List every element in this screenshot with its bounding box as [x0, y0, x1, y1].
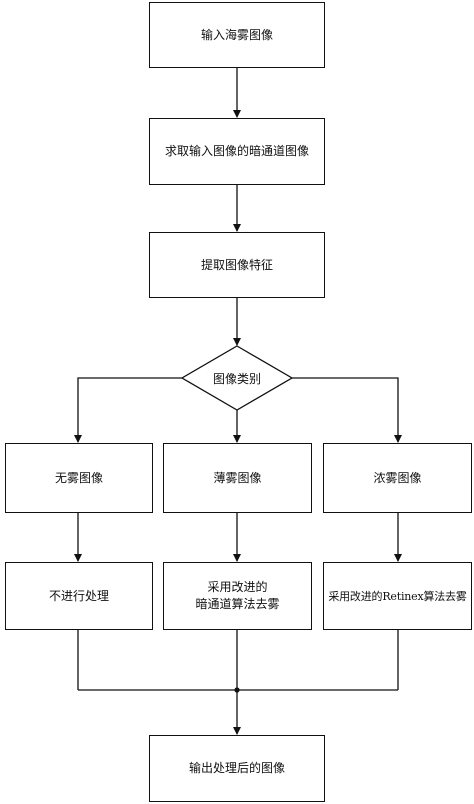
thin-method-box: 采用改进的 暗通道算法去雾	[163, 562, 312, 630]
merge-junction-dot	[234, 687, 240, 693]
decision-label: 图像类别	[192, 368, 282, 388]
no-fog-label: 无雾图像	[54, 470, 103, 485]
thick-method-box: 采用改进的Retinex算法去雾	[323, 562, 472, 630]
thin-fog-box: 薄雾图像	[163, 443, 312, 513]
output-box: 输出处理后的图像	[149, 735, 325, 802]
thick-fog-box: 浓雾图像	[323, 443, 472, 513]
input-box: 输入海雾图像	[149, 2, 325, 68]
thin-method-label-line2: 暗通道算法去雾	[195, 597, 280, 611]
thin-method-label-line1: 采用改进的	[207, 580, 268, 594]
no-process-box: 不进行处理	[5, 562, 153, 630]
thick-fog-label: 浓雾图像	[373, 470, 422, 485]
no-process-label: 不进行处理	[48, 588, 109, 603]
input-label: 输入海雾图像	[200, 27, 273, 42]
thin-fog-label: 薄雾图像	[213, 470, 262, 485]
feature-extraction-label: 提取图像特征	[200, 257, 273, 272]
dark-channel-box: 求取输入图像的暗通道图像	[149, 118, 325, 185]
dark-channel-label: 求取输入图像的暗通道图像	[164, 144, 309, 158]
feature-extraction-box: 提取图像特征	[149, 232, 325, 298]
no-fog-box: 无雾图像	[5, 443, 153, 513]
output-label: 输出处理后的图像	[188, 761, 285, 775]
decision-text: 图像类别	[212, 371, 261, 386]
thick-method-label: 采用改进的Retinex算法去雾	[328, 589, 467, 603]
arrow-decision-to-thickfog	[291, 377, 402, 443]
decision-diamond	[180, 345, 294, 411]
arrow-decision-to-nofog	[74, 377, 183, 443]
